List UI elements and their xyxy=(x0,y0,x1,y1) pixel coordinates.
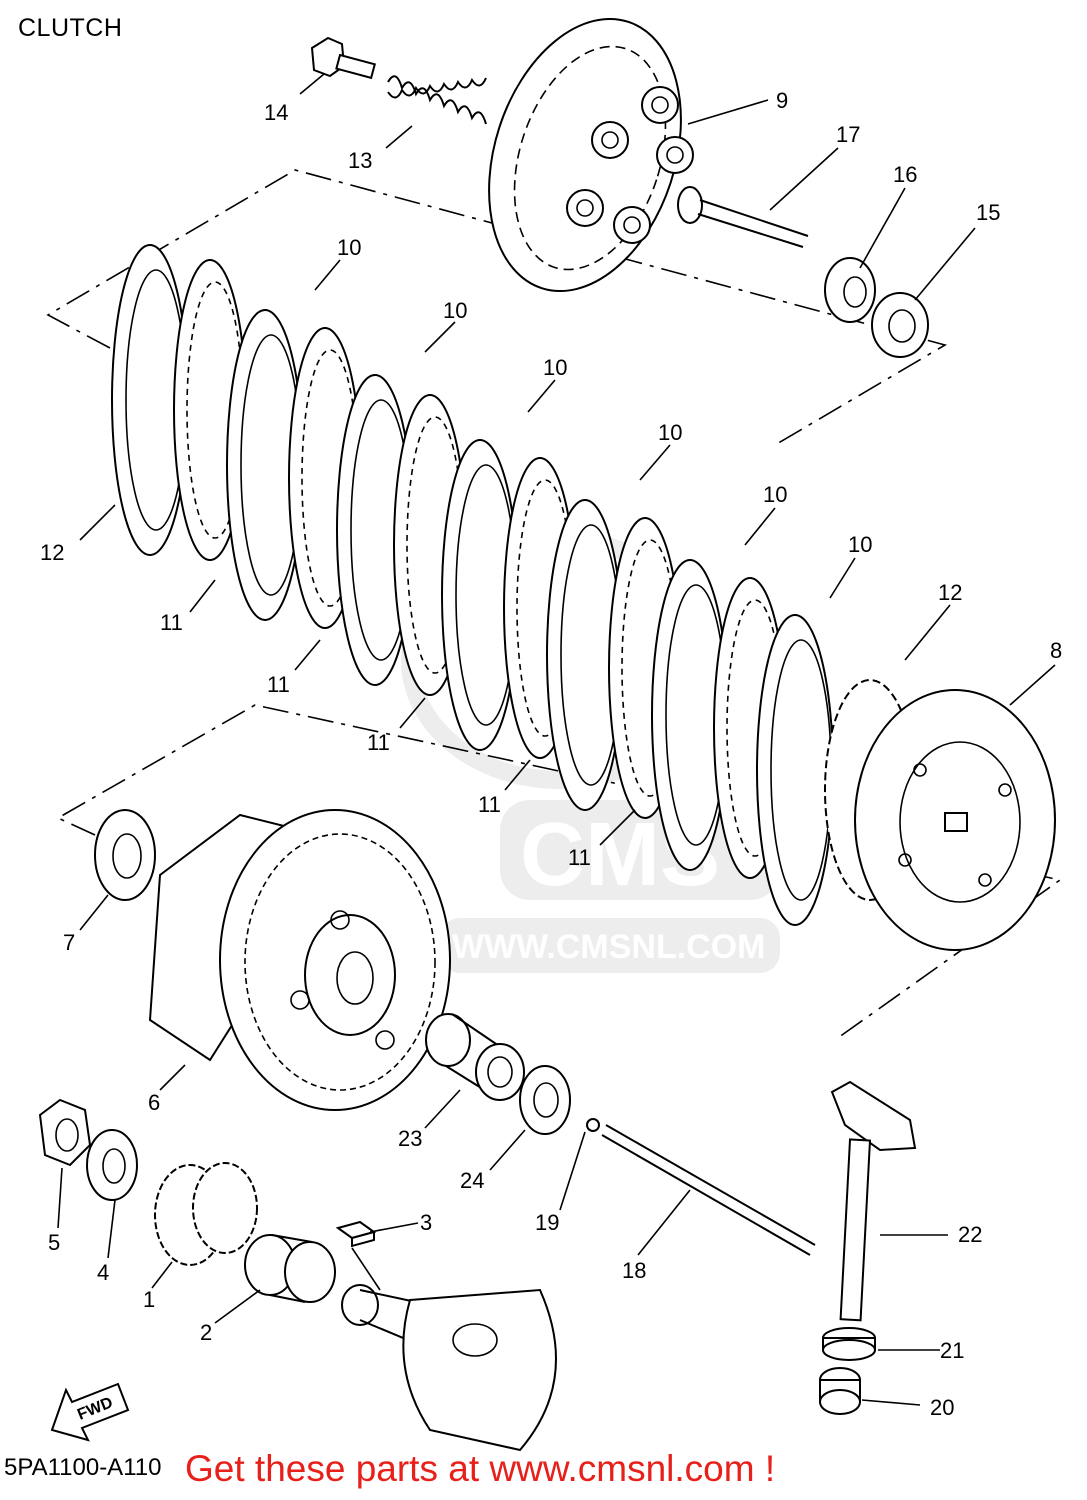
watermark-site: WWW.CMSNL.COM xyxy=(452,928,766,966)
promo-link-text[interactable]: Get these parts at www.cmsnl.com ! xyxy=(185,1448,776,1489)
clutch-housing-part xyxy=(148,809,451,1111)
collar-part xyxy=(244,1234,336,1303)
callout-10c: 10 xyxy=(543,355,567,380)
callout-7: 7 xyxy=(63,930,75,955)
bushing-part xyxy=(425,1013,525,1101)
spring-part xyxy=(387,75,487,125)
callout-labels: 14 13 9 17 16 15 10 10 10 10 10 10 12 8 … xyxy=(40,88,1062,1420)
push-rod-part xyxy=(677,186,809,248)
bearing-part xyxy=(819,1367,861,1415)
callout-4: 4 xyxy=(97,1260,109,1285)
assembly-frames xyxy=(46,169,1062,1041)
rod-part xyxy=(601,1124,816,1256)
callout-11a: 11 xyxy=(160,610,183,635)
callout-11b: 11 xyxy=(267,672,290,697)
washer-24-part xyxy=(519,1065,571,1135)
push-lever-shaft-part xyxy=(830,1080,917,1322)
callout-16: 16 xyxy=(893,162,917,187)
leader-lines xyxy=(57,73,1056,1406)
oil-seal-part xyxy=(822,1327,876,1361)
callout-3: 3 xyxy=(420,1210,432,1235)
diagram-code: 5PA1100-A110 xyxy=(4,1454,162,1481)
key-part xyxy=(335,1220,377,1248)
callout-12b: 12 xyxy=(938,580,962,605)
nut-5-part xyxy=(38,1098,92,1167)
callout-10e: 10 xyxy=(763,482,787,507)
callout-11e: 11 xyxy=(568,845,591,870)
callout-6: 6 xyxy=(148,1090,160,1115)
callout-2: 2 xyxy=(200,1320,212,1345)
primary-driven-gear-part xyxy=(824,679,1056,951)
callout-22: 22 xyxy=(958,1222,982,1247)
pressure-plate-part xyxy=(488,17,694,293)
thrust-washer-part xyxy=(94,809,156,901)
callout-10b: 10 xyxy=(443,298,467,323)
clutch-plate-stack xyxy=(111,244,834,926)
washer-4-part xyxy=(86,1129,138,1201)
callout-10d: 10 xyxy=(658,420,682,445)
diagram-title: CLUTCH xyxy=(18,14,123,42)
callout-10a: 10 xyxy=(337,235,361,260)
callout-21: 21 xyxy=(940,1338,964,1363)
bolt-part xyxy=(310,36,376,80)
callout-8: 8 xyxy=(1050,638,1062,663)
fwd-arrow-icon: FWD xyxy=(50,1382,130,1442)
callout-9: 9 xyxy=(776,88,788,113)
callout-20: 20 xyxy=(930,1395,954,1420)
callout-19: 19 xyxy=(535,1210,559,1235)
callout-23: 23 xyxy=(398,1126,422,1151)
callout-11d: 11 xyxy=(478,792,501,817)
gear-part xyxy=(154,1162,258,1266)
callout-12a: 12 xyxy=(40,540,64,565)
callout-15: 15 xyxy=(976,200,1000,225)
ball-part xyxy=(586,1118,600,1132)
callout-1: 1 xyxy=(143,1287,155,1312)
callout-5: 5 xyxy=(48,1230,60,1255)
callout-11c: 11 xyxy=(367,730,390,755)
callout-24: 24 xyxy=(460,1168,484,1193)
nut-part xyxy=(824,257,876,323)
balancer-part xyxy=(341,1284,557,1452)
callout-10f: 10 xyxy=(848,532,872,557)
washer-part xyxy=(871,292,929,358)
callout-13: 13 xyxy=(348,148,372,173)
callout-14: 14 xyxy=(264,100,288,125)
callout-17: 17 xyxy=(836,122,860,147)
callout-18: 18 xyxy=(622,1258,646,1283)
